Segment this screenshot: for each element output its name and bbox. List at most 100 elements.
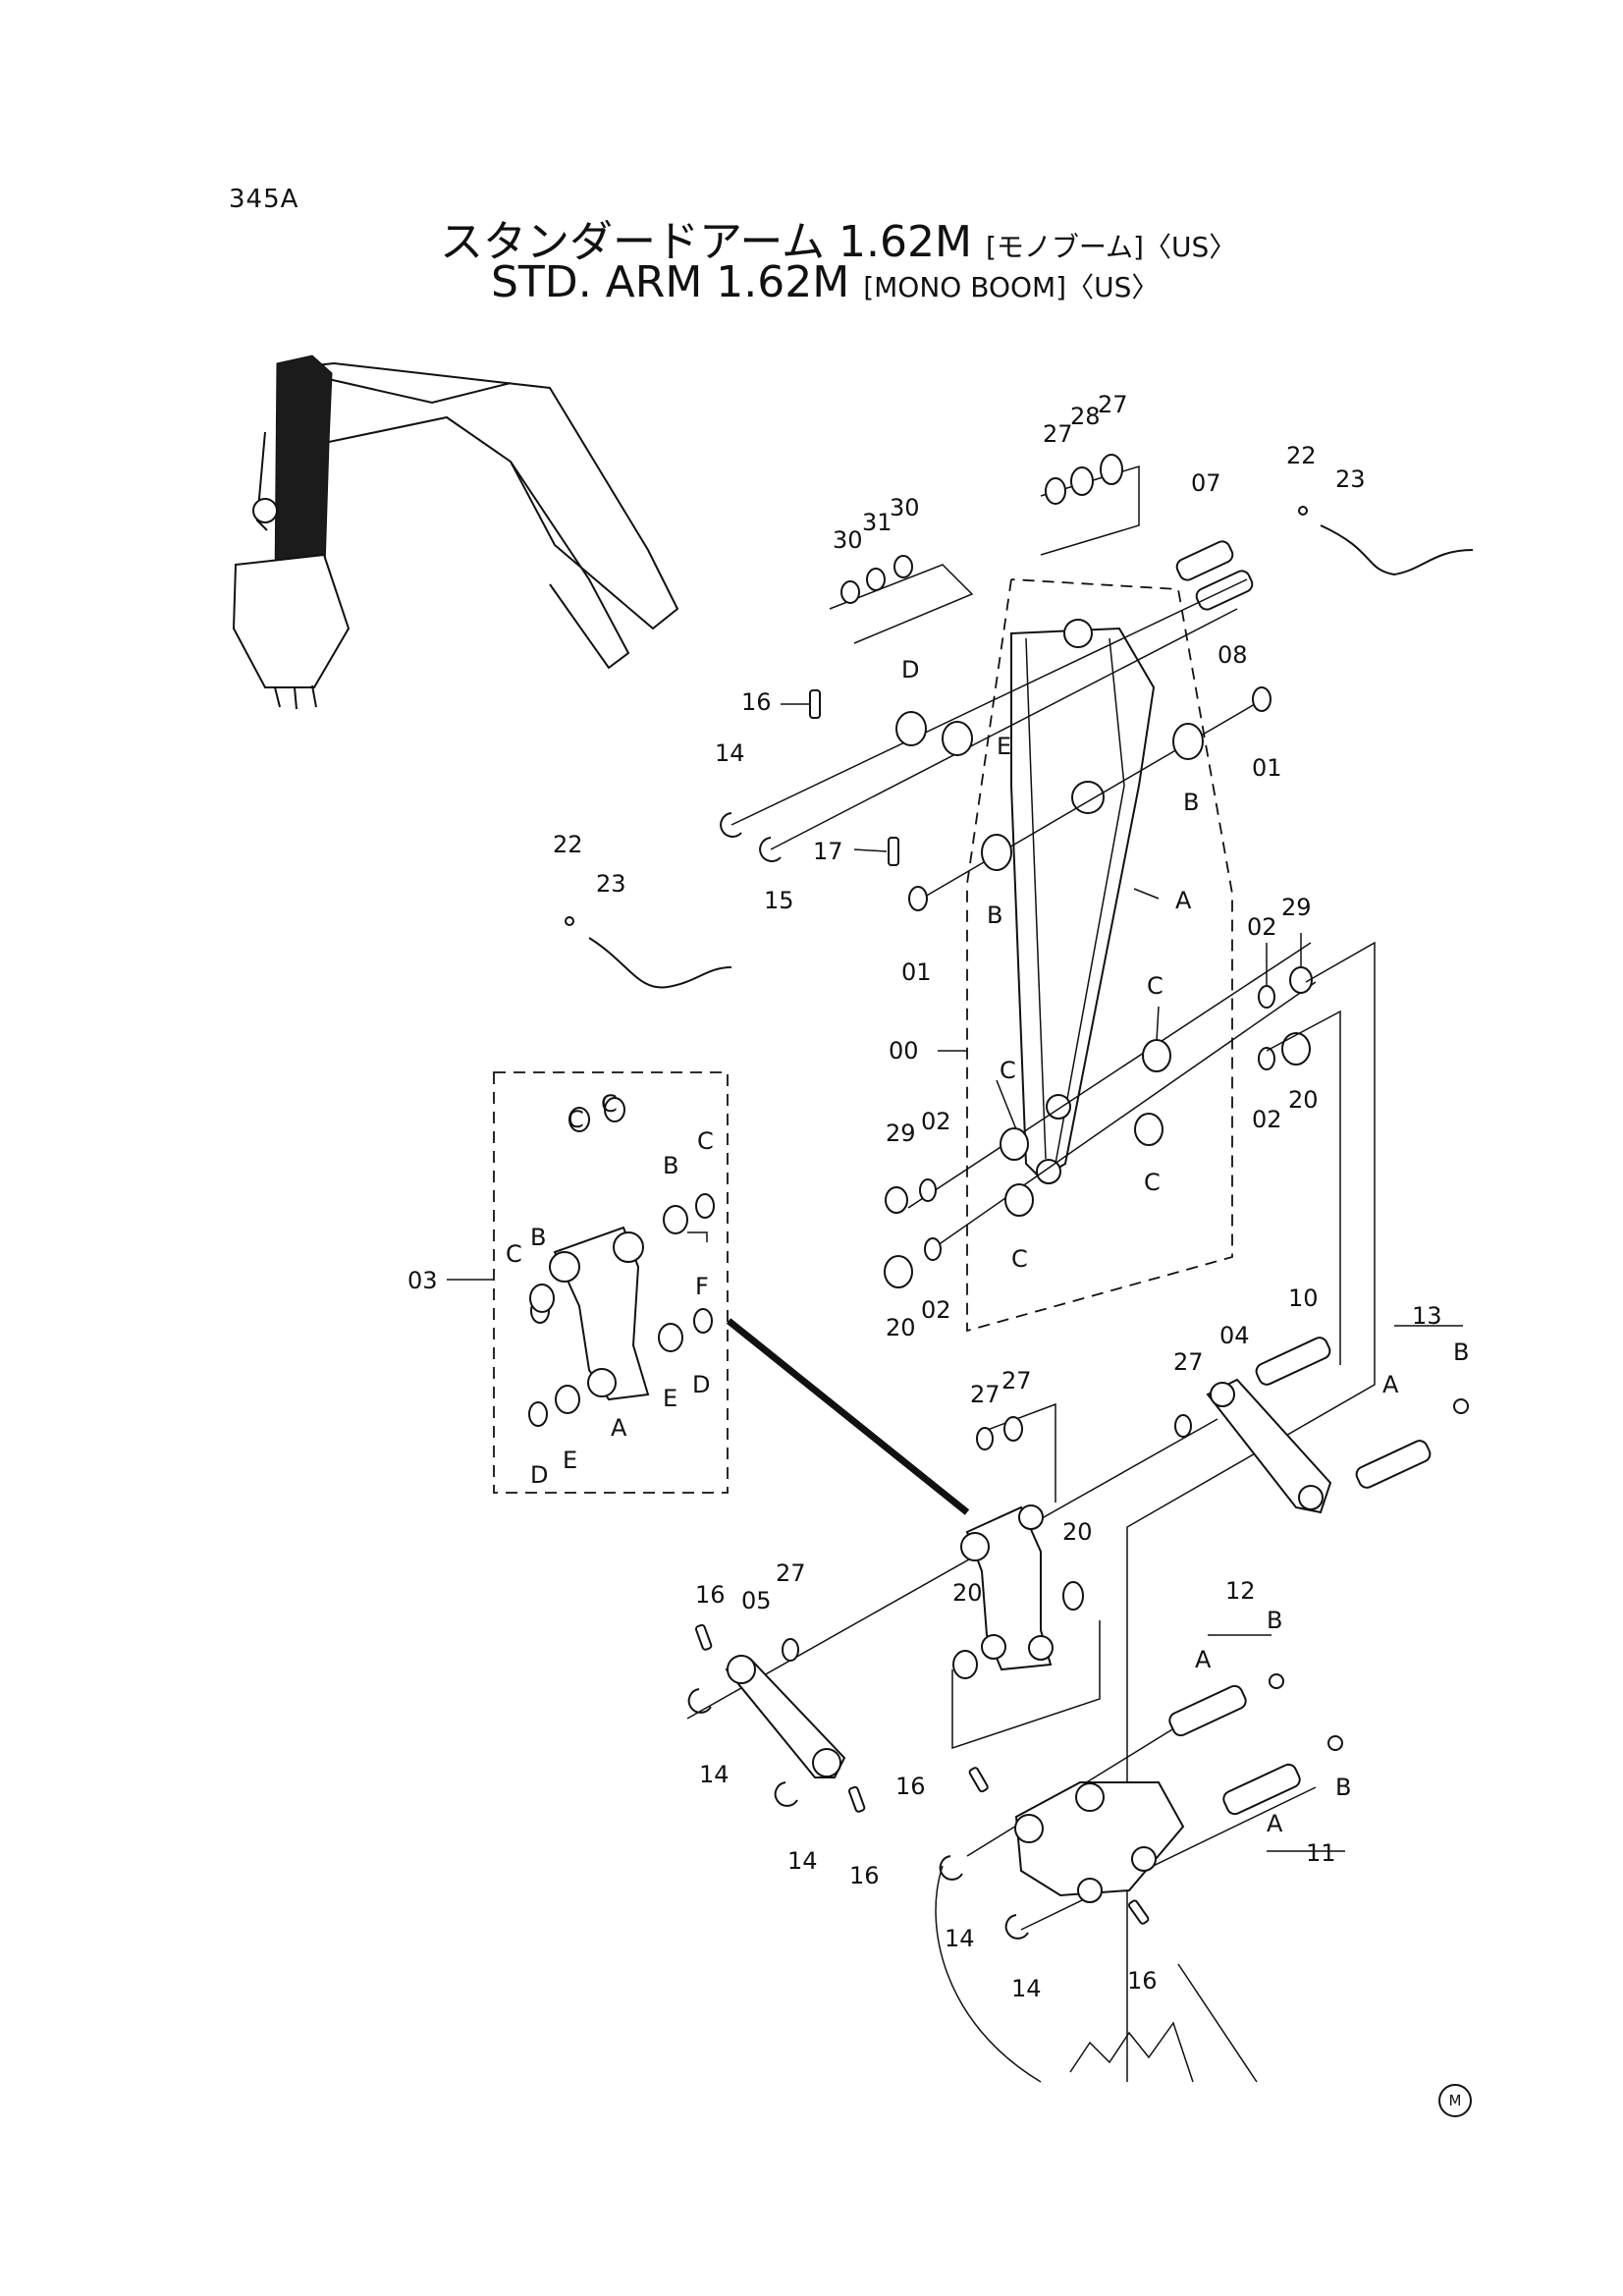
callout-11-a: A xyxy=(1267,1810,1283,1837)
callout-11-b: B xyxy=(1335,1774,1351,1801)
callout-11: 11 xyxy=(1306,1839,1336,1867)
callout-inset-c1: C xyxy=(568,1106,584,1133)
callout-02-b: 02 xyxy=(1252,1106,1282,1133)
callout-17: 17 xyxy=(813,838,843,865)
grease-fitting-11 xyxy=(1327,1735,1343,1751)
callout-13-a: A xyxy=(1382,1371,1399,1398)
oring-20-b xyxy=(884,1255,913,1288)
callout-e1: E xyxy=(663,1385,677,1412)
pin-07 xyxy=(1175,540,1234,581)
pin-12 xyxy=(1168,1684,1247,1737)
page-id: 345A xyxy=(229,185,299,214)
callout-02-a: 02 xyxy=(1247,913,1277,941)
callout-20-b: 20 xyxy=(886,1314,916,1341)
snap-ring-14-d xyxy=(1004,1914,1029,1940)
callout-c-c: C xyxy=(1000,1057,1016,1084)
pin-13 xyxy=(1355,1440,1432,1489)
washer-group-left xyxy=(829,555,974,644)
callout-30-a: 30 xyxy=(833,526,863,554)
grease-fitting-13 xyxy=(1453,1398,1469,1414)
pin-16-lower-c xyxy=(968,1767,989,1793)
callout-29-a: 29 xyxy=(1281,894,1312,921)
shim-27-low xyxy=(782,1638,799,1662)
callout-27-top-a: 27 xyxy=(1043,420,1073,448)
callout-20-c: 20 xyxy=(1062,1518,1093,1546)
callout-20-a: 20 xyxy=(1288,1086,1319,1114)
snap-ring-14-c xyxy=(939,1855,963,1881)
callout-14-c: 14 xyxy=(945,1925,975,1952)
callout-23-right: 23 xyxy=(1335,465,1366,493)
snap-ring-14-b xyxy=(774,1781,798,1807)
shim-29-b xyxy=(885,1186,908,1214)
callout-c-d: C xyxy=(1011,1245,1028,1273)
callout-14-b: 14 xyxy=(787,1847,818,1875)
title-en-main: STD. ARM 1.62M xyxy=(491,257,850,307)
callout-b-left: B xyxy=(987,902,1002,929)
callout-04: 04 xyxy=(1219,1322,1250,1349)
callout-a-arm: A xyxy=(1175,887,1192,914)
callout-16-lower-b: 16 xyxy=(849,1862,880,1889)
callout-16-lower-d: 16 xyxy=(1127,1967,1158,1995)
pin-17 xyxy=(888,837,899,866)
bushing-b-right xyxy=(1172,723,1204,760)
callout-b1: B xyxy=(530,1224,546,1251)
callout-27-top-b: 27 xyxy=(1098,391,1128,418)
shim-group-top xyxy=(1040,454,1140,556)
lower-link-assembly xyxy=(951,1402,1101,1750)
link-04 xyxy=(1206,1378,1332,1514)
callout-12: 12 xyxy=(1225,1577,1256,1605)
callout-c-b: C xyxy=(1144,1169,1161,1196)
shim-02-b xyxy=(1258,1047,1275,1070)
callout-13: 13 xyxy=(1412,1302,1442,1330)
ring-01-left xyxy=(908,886,928,911)
bucket-bracket xyxy=(935,1781,1258,2083)
callout-12-a: A xyxy=(1195,1646,1212,1673)
shim-02-c xyxy=(919,1178,937,1202)
grease-hose-left xyxy=(565,916,732,989)
snap-ring-14-a xyxy=(687,1688,712,1714)
callout-b-right: B xyxy=(1183,789,1199,816)
callout-07: 07 xyxy=(1191,469,1221,497)
title-en-sub: [MONO BOOM]〈US〉 xyxy=(863,271,1160,303)
callout-inset-b2: B xyxy=(663,1152,678,1179)
bushing-d xyxy=(895,711,927,746)
callout-16-lower-a: 16 xyxy=(695,1581,726,1609)
link-05 xyxy=(725,1655,846,1778)
grease-fitting-12 xyxy=(1269,1673,1284,1689)
callout-27-low: 27 xyxy=(776,1559,806,1587)
pin-16-lower-d xyxy=(1128,1899,1150,1925)
callout-28-top: 28 xyxy=(1070,403,1101,430)
callout-27-pair-a: 27 xyxy=(970,1381,1001,1408)
inset-leader xyxy=(726,1318,970,1515)
callout-13-b: B xyxy=(1453,1339,1469,1366)
link-03-detail xyxy=(528,1097,715,1427)
callout-02-d: 02 xyxy=(921,1296,951,1324)
callout-31: 31 xyxy=(862,509,893,536)
pin-16-lower-b xyxy=(847,1785,866,1813)
callout-inset-a: A xyxy=(611,1414,627,1442)
callout-12-b: B xyxy=(1267,1607,1282,1634)
callout-14-d: 14 xyxy=(1011,1975,1042,2002)
callout-inset-c2: C xyxy=(601,1090,618,1118)
callout-22-right: 22 xyxy=(1286,442,1317,469)
callout-16-upper: 16 xyxy=(741,688,772,716)
pin-16-lower-a xyxy=(694,1623,713,1651)
snap-ring-15 xyxy=(759,837,782,862)
callout-02-c: 02 xyxy=(921,1108,951,1135)
bushing-c-b xyxy=(1134,1113,1163,1146)
callout-15: 15 xyxy=(764,887,794,914)
callout-20-d: 20 xyxy=(952,1579,983,1607)
bushing-e xyxy=(942,721,973,756)
ring-01-right xyxy=(1252,686,1271,712)
callout-01-right: 01 xyxy=(1252,754,1282,782)
callout-27-pair-b: 27 xyxy=(1001,1367,1032,1394)
callout-22-left: 22 xyxy=(553,831,583,858)
callout-00: 00 xyxy=(889,1037,919,1065)
callout-c-a: C xyxy=(1147,972,1163,1000)
callout-27-mid: 27 xyxy=(1173,1348,1204,1376)
callout-d1: D xyxy=(692,1371,710,1398)
bushing-c-a xyxy=(1142,1039,1171,1072)
callout-10: 10 xyxy=(1288,1285,1319,1312)
inset-box-link-03 xyxy=(493,1071,729,1494)
